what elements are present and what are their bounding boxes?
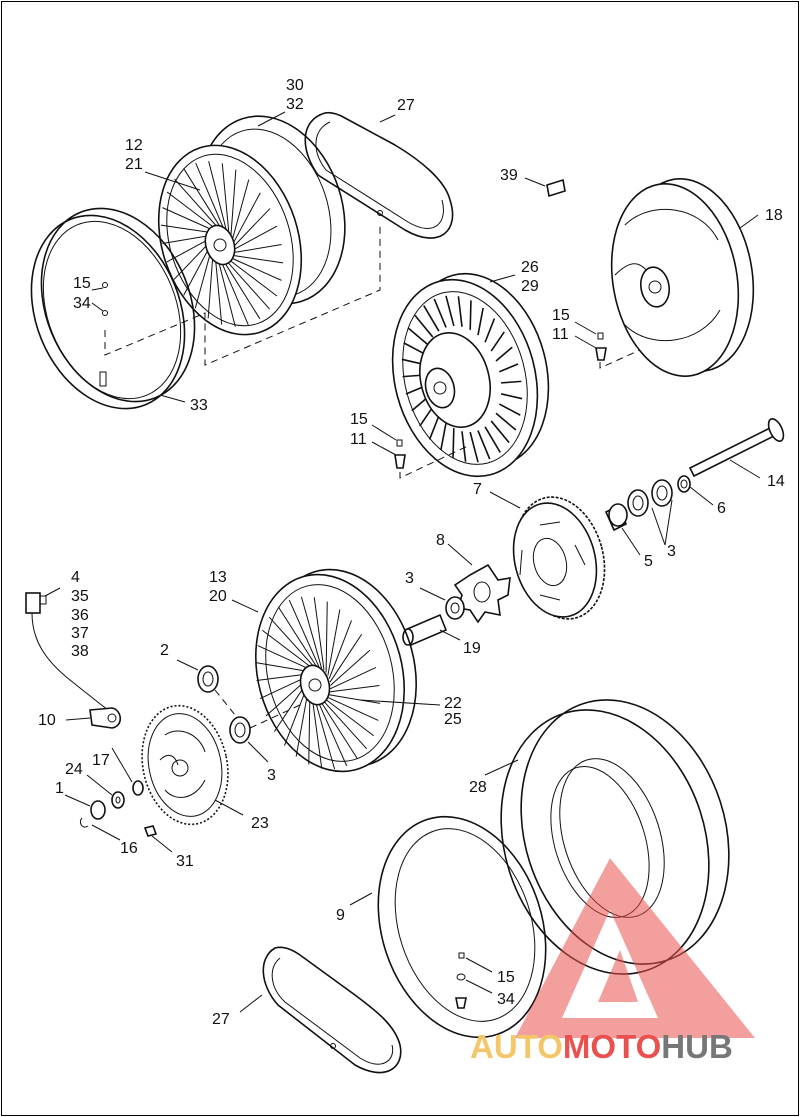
callout-15-disc: 15: [552, 307, 570, 324]
callout-10: 10: [38, 712, 56, 729]
spoke-wheel-13-20: [254, 568, 418, 773]
centerline-18: [599, 349, 641, 369]
callout-39: 39: [500, 167, 518, 184]
axle-14: [688, 418, 785, 478]
weight-39: [546, 178, 566, 198]
callout-15-rim: 15: [73, 275, 91, 292]
centerline-33: [104, 225, 381, 366]
cush-drive-8: [453, 563, 511, 624]
callout-7: 7: [473, 481, 482, 498]
callout-3-front: 3: [267, 767, 276, 784]
callout-29: 29: [521, 278, 539, 295]
centerline-front: [214, 689, 301, 729]
callout-37: 37: [71, 625, 89, 642]
callout-19: 19: [463, 640, 481, 657]
watermark-word-auto: AUTO: [470, 1028, 563, 1065]
belt-27-top: [304, 111, 454, 239]
callout-16: 16: [120, 840, 138, 857]
bearing-3-right: [627, 479, 673, 517]
callout-26: 26: [521, 259, 539, 276]
callout-1: 1: [55, 780, 64, 797]
callout-34-rim: 34: [73, 295, 91, 312]
tube-9: [377, 815, 547, 1039]
callout-3-mid: 3: [405, 570, 414, 587]
valve-cap-15a: [102, 282, 108, 288]
wheel-26-29: [391, 272, 550, 478]
disc-wheel-18: [610, 178, 755, 377]
leader-lines: [44, 111, 761, 1013]
callout-3-right: 3: [667, 543, 676, 560]
callout-23: 23: [251, 815, 269, 832]
callout-2: 2: [160, 642, 169, 659]
watermark-word-hub: HUB: [661, 1028, 733, 1065]
callout-24: 24: [65, 761, 83, 778]
callout-labels: 30 32 27 12 21 39 18 15 34 26 29 15 11 3…: [38, 77, 785, 1028]
callout-33: 33: [190, 397, 208, 414]
brake-disc-23: [141, 704, 229, 826]
belt-27-bottom: [262, 946, 402, 1074]
callout-6: 6: [717, 500, 726, 517]
watermark-text: AUTOMOTOHUB: [470, 1028, 733, 1066]
callout-4: 4: [71, 569, 80, 586]
callout-9: 9: [336, 907, 345, 924]
callout-32: 32: [286, 96, 304, 113]
centerline-26: [399, 444, 471, 479]
sensor-bracket-10: [89, 707, 122, 729]
spacer-17: [132, 780, 144, 796]
watermark-logo: [515, 858, 755, 1038]
callout-8: 8: [436, 532, 445, 549]
watermark-triangle-icon: [515, 858, 755, 1038]
sprocket-7: [512, 496, 606, 620]
callout-35: 35: [71, 588, 89, 605]
rim-33: [30, 207, 196, 410]
valve-15b-11a: [595, 332, 607, 361]
callout-20: 20: [209, 588, 227, 605]
callout-15-tube: 15: [497, 969, 515, 986]
nut-1: [90, 800, 106, 820]
valve-15c-11b: [394, 439, 406, 469]
callout-31: 31: [176, 853, 194, 870]
screw-31: [143, 825, 158, 837]
wheel-speed-sensor-4: [25, 592, 109, 711]
callout-15-wire: 15: [350, 411, 368, 428]
spacer-5: [604, 503, 628, 532]
callout-13: 13: [209, 569, 227, 586]
callout-18: 18: [765, 207, 783, 224]
spacer-6: [677, 475, 691, 493]
callout-28: 28: [469, 779, 487, 796]
spoke-wheel-12-21: [157, 144, 303, 336]
callout-11-disc: 11: [552, 326, 569, 343]
callout-38: 38: [71, 643, 89, 660]
callout-34-tube: 34: [497, 991, 515, 1008]
callout-27-bottom: 27: [212, 1011, 230, 1028]
callout-12: 12: [125, 137, 143, 154]
grommet-34a: [102, 310, 108, 316]
callout-17: 17: [92, 752, 110, 769]
callout-25: 25: [444, 711, 462, 728]
washer-24-hole: [115, 796, 121, 804]
callout-27-top: 27: [397, 97, 415, 114]
callout-5: 5: [644, 553, 653, 570]
bearing-3-mid: [445, 596, 465, 620]
bearing-3-front: [229, 716, 251, 744]
callout-14: 14: [767, 473, 785, 490]
watermark-word-moto: MOTO: [562, 1028, 662, 1065]
callout-21: 21: [125, 156, 143, 173]
callout-11-wire: 11: [350, 431, 367, 448]
bearing-2: [197, 665, 219, 693]
washer-24: [111, 791, 125, 809]
callout-30: 30: [286, 77, 304, 94]
callout-36: 36: [71, 607, 89, 624]
callout-22: 22: [444, 695, 462, 712]
cotter-pin-16: [79, 817, 89, 828]
